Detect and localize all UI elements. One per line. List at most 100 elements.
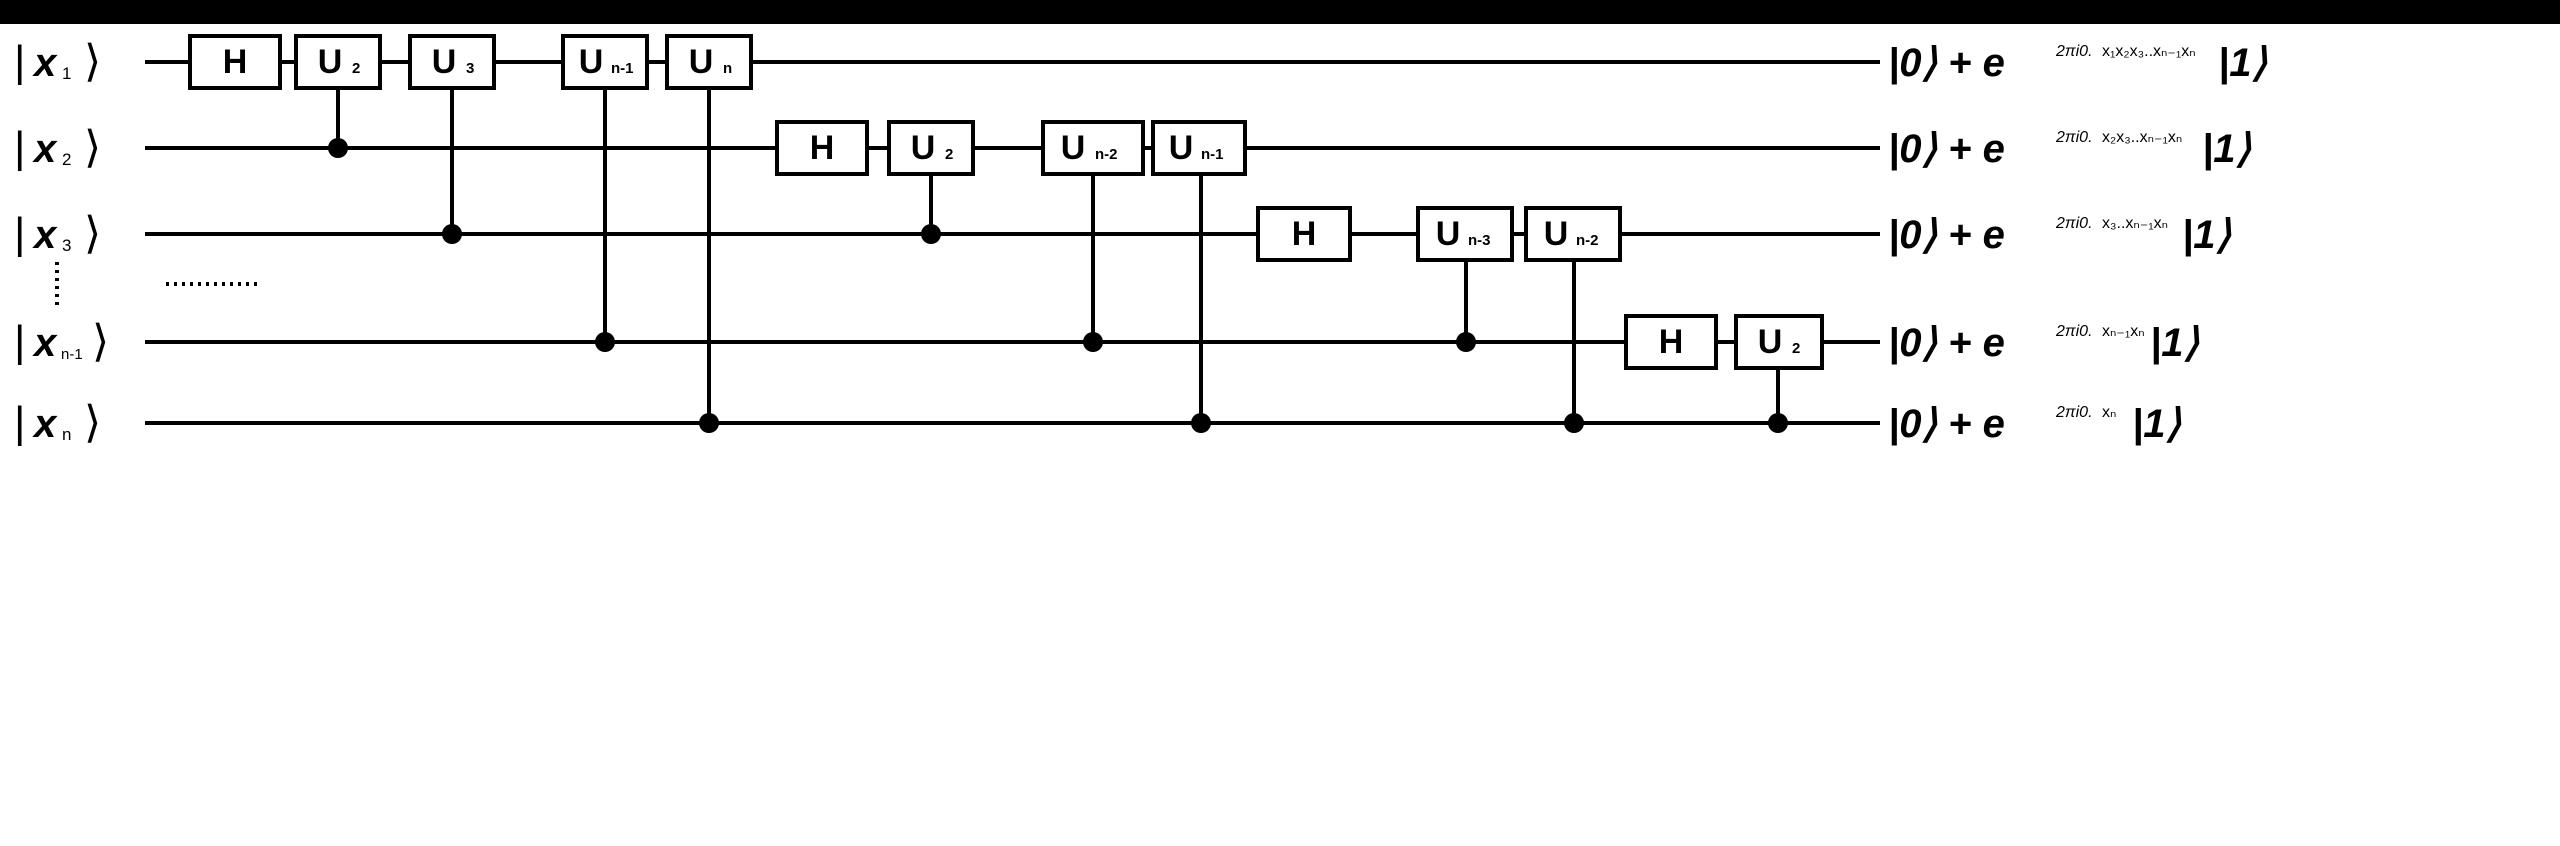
gate-sub: n-1 xyxy=(1201,146,1224,163)
gate-u2-row2: U 2 xyxy=(887,120,975,176)
ket-subscript: n-1 xyxy=(61,346,83,363)
ket-bar: | xyxy=(14,317,25,366)
ket-symbol: x xyxy=(32,41,58,85)
output-exp-base: 2πi0. xyxy=(2055,43,2093,60)
control-dot xyxy=(1768,413,1788,433)
gate-label: U xyxy=(318,43,343,81)
control-dot xyxy=(1191,413,1211,433)
input-ket-xn1: | x n-1 ⟩ xyxy=(14,317,109,366)
output-state-rown1: |0⟩ + e 2πi0. xₙ₋₁xₙ |1⟩ xyxy=(1888,321,2199,365)
gate-label: U xyxy=(689,43,714,81)
gate-un1-row2: U n-1 xyxy=(1151,120,1247,176)
gate-sub: 3 xyxy=(466,60,474,77)
ket-symbol: x xyxy=(32,321,58,365)
output-state-row2: |0⟩ + e 2πi0. x₂x₃..xₙ₋₁xₙ |1⟩ xyxy=(1888,127,2251,171)
gate-label: H xyxy=(223,43,248,81)
gate-label: U xyxy=(1436,215,1461,253)
output-exp-base: 2πi0. xyxy=(2055,215,2093,232)
gate-label: U xyxy=(1061,129,1086,167)
control-dot xyxy=(1564,413,1584,433)
ket-angle: ⟩ xyxy=(84,37,101,86)
input-ket-x1: | x 1 ⟩ xyxy=(14,37,101,86)
gate-sub: n-2 xyxy=(1095,146,1118,163)
control-dot xyxy=(921,224,941,244)
output-exponent: xₙ₋₁xₙ xyxy=(2102,323,2145,340)
output-exp-base: 2πi0. xyxy=(2055,323,2093,340)
input-ket-x3: | x 3 ⟩ xyxy=(14,209,101,258)
gate-u2-row1: U 2 xyxy=(294,34,382,90)
output-prefix: |0⟩ + e xyxy=(1888,213,2005,257)
input-ket-x2: | x 2 ⟩ xyxy=(14,123,101,172)
control-dot xyxy=(1456,332,1476,352)
ket-bar: | xyxy=(14,209,25,258)
gate-label: H xyxy=(810,129,835,167)
output-suffix: |1⟩ xyxy=(2202,127,2251,171)
ket-bar: | xyxy=(14,123,25,172)
gate-sub: 2 xyxy=(352,60,360,77)
ket-bar: | xyxy=(14,37,25,86)
gate-sub: n xyxy=(723,60,732,77)
gate-label: H xyxy=(1292,215,1317,253)
gate-h-row3: H xyxy=(1256,206,1352,262)
output-prefix: |0⟩ + e xyxy=(1888,127,2005,171)
output-exponent: x₁x₂x₃..xₙ₋₁xₙ xyxy=(2102,43,2196,60)
control-dot xyxy=(699,413,719,433)
output-prefix: |0⟩ + e xyxy=(1888,321,2005,365)
gate-un3-row3: U n-3 xyxy=(1416,206,1514,262)
output-suffix: |1⟩ xyxy=(2218,41,2267,85)
circuit-canvas: H U 2 U 3 U n-1 U n H U 2 U n-2 U n-1 H xyxy=(0,24,2560,846)
gate-label: U xyxy=(1544,215,1569,253)
qft-circuit-diagram: H U 2 U 3 U n-1 U n H U 2 U n-2 U n-1 H xyxy=(14,34,2267,447)
ket-angle: ⟩ xyxy=(84,398,101,447)
output-exp-base: 2πi0. xyxy=(2055,404,2093,421)
control-dots xyxy=(328,138,1788,433)
ket-subscript: 2 xyxy=(62,150,71,169)
gate-sub: n-2 xyxy=(1576,232,1599,249)
control-dot xyxy=(1083,332,1103,352)
output-suffix: |1⟩ xyxy=(2182,213,2231,257)
ket-symbol: x xyxy=(32,213,58,257)
gate-un2-row3: U n-2 xyxy=(1524,206,1622,262)
output-exponent: xₙ xyxy=(2102,404,2116,421)
gate-u2-rown1: U 2 xyxy=(1734,314,1824,370)
control-dot xyxy=(328,138,348,158)
gate-un-row1: U n xyxy=(665,34,753,90)
gate-un2-row2: U n-2 xyxy=(1041,120,1145,176)
output-suffix: |1⟩ xyxy=(2150,321,2199,365)
input-ket-xn: | x n ⟩ xyxy=(14,398,101,447)
gate-sub: 2 xyxy=(945,146,953,163)
control-dot xyxy=(442,224,462,244)
gate-un1-row1: U n-1 xyxy=(561,34,649,90)
qubit-wires xyxy=(145,60,1880,425)
gate-h-rown1: H xyxy=(1624,314,1718,370)
gate-label: U xyxy=(1169,129,1194,167)
gate-sub: 2 xyxy=(1792,340,1800,357)
output-exponent: x₂x₃..xₙ₋₁xₙ xyxy=(2102,129,2182,146)
gate-h-row2: H xyxy=(775,120,869,176)
gate-u3-row1: U 3 xyxy=(408,34,496,90)
gate-label: U xyxy=(911,129,936,167)
gate-sub: n-1 xyxy=(611,60,634,77)
ket-subscript: n xyxy=(62,425,71,444)
output-prefix: |0⟩ + e xyxy=(1888,402,2005,446)
ket-subscript: 3 xyxy=(62,236,71,255)
output-prefix: |0⟩ + e xyxy=(1888,41,2005,85)
control-dot xyxy=(595,332,615,352)
output-state-row3: |0⟩ + e 2πi0. x₃..xₙ₋₁xₙ |1⟩ xyxy=(1888,213,2231,257)
gate-label: U xyxy=(1758,323,1783,361)
output-state-row1: |0⟩ + e 2πi0. x₁x₂x₃..xₙ₋₁xₙ |1⟩ xyxy=(1888,41,2267,85)
gate-h-row1: H xyxy=(188,34,282,90)
output-exp-base: 2πi0. xyxy=(2055,129,2093,146)
gate-label: U xyxy=(432,43,457,81)
gate-label: H xyxy=(1659,323,1684,361)
gate-sub: n-3 xyxy=(1468,232,1491,249)
output-state-rown: |0⟩ + e 2πi0. xₙ |1⟩ xyxy=(1888,402,2181,446)
gate-label: U xyxy=(579,43,604,81)
ket-angle: ⟩ xyxy=(84,209,101,258)
output-suffix: |1⟩ xyxy=(2132,402,2181,446)
ket-symbol: x xyxy=(32,402,58,446)
ket-subscript: 1 xyxy=(62,64,71,83)
output-exponent: x₃..xₙ₋₁xₙ xyxy=(2102,215,2168,232)
ket-angle: ⟩ xyxy=(92,317,109,366)
ket-angle: ⟩ xyxy=(84,123,101,172)
